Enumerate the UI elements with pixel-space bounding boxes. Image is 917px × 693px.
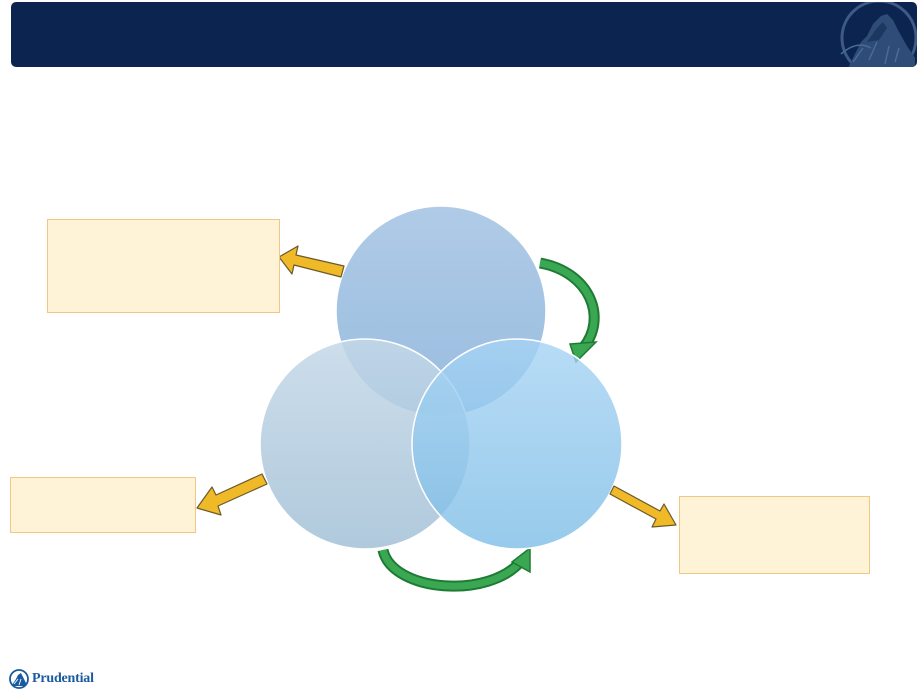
title-bar <box>11 2 917 67</box>
callout-bottom-left <box>10 477 196 533</box>
rock-of-gibraltar-icon <box>9 669 29 689</box>
green-arrowhead-left-to-right <box>510 546 531 574</box>
green-curved-arrow-left-to-right <box>377 548 527 592</box>
callout-top-left <box>47 219 280 313</box>
venn-circle-bottom-right <box>411 338 623 550</box>
callout-bottom-right <box>679 496 870 574</box>
prudential-logo: Prudential <box>9 667 94 691</box>
rock-of-gibraltar-logo <box>840 2 917 67</box>
yellow-arrow-left-to-callout <box>196 473 268 516</box>
yellow-arrow-right-to-callout <box>609 485 677 528</box>
brand-name: Prudential <box>32 671 94 686</box>
yellow-arrow-top-to-callout <box>278 245 345 278</box>
